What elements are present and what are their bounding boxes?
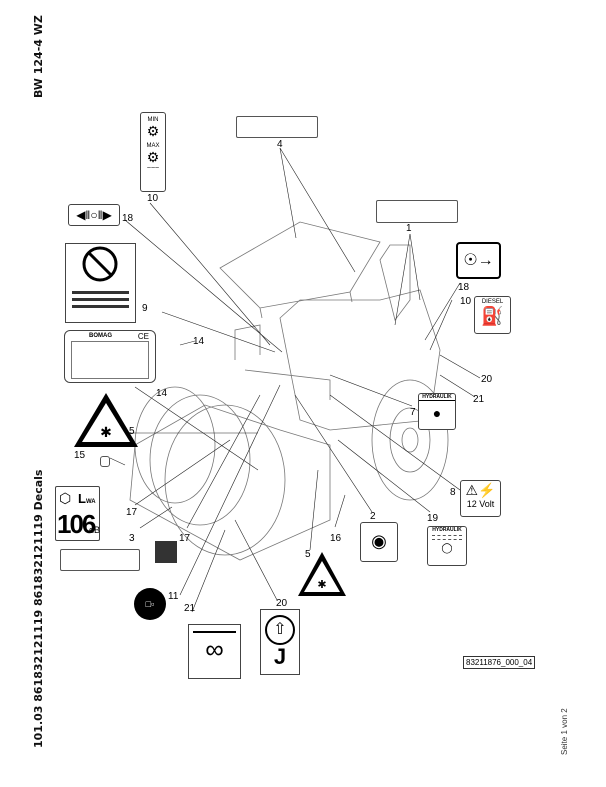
callout-15: 17 (126, 507, 138, 518)
battery-voltage-text: 12 Volt (466, 499, 495, 509)
decal-lift-hook: ⇧ J (260, 609, 300, 675)
lever-icon: ☉→ (463, 252, 494, 269)
hydraulic-oil-icon: ◯ (441, 543, 453, 554)
no-entry-warning-icon (82, 246, 118, 282)
noise-unit: dB (89, 525, 101, 535)
callout-17: 17 (179, 533, 191, 544)
decal-hydraulik-19: HYDRAULIK ◯ (427, 526, 467, 566)
tie-down-icon: ∞ (205, 634, 224, 664)
decal-pressure-gauge: ◉ (360, 522, 398, 562)
hand-crush-warning-icon: ✱ (74, 393, 138, 447)
callout-11: 11 (168, 591, 179, 602)
ce-mark: CE (137, 332, 149, 341)
noise-value: 106 (57, 509, 96, 539)
pressure-gauge-icon: ◉ (371, 531, 387, 551)
bolt-icon (100, 456, 110, 467)
callout-4: 4 (277, 139, 283, 150)
level-min-text: MIN (147, 117, 159, 123)
callout-7: 10 (147, 193, 159, 204)
rear-wheel (371, 379, 449, 501)
svg-text:✱: ✱ (100, 424, 112, 440)
noise-label: L (78, 491, 86, 506)
lift-hook-icon: J (273, 644, 287, 669)
callout-12: 14 (156, 388, 168, 399)
callout-18: 18 (458, 282, 470, 293)
level-max-text: MAX (146, 143, 160, 149)
decal-steering-lock: ◀‖○‖▶ (68, 204, 120, 226)
battery-warning-icon: ⚠⚡ (465, 482, 496, 498)
decal-noise-level: ⬡ LWA 106 dB (55, 486, 100, 541)
blank-label-3 (60, 549, 140, 571)
decal-level-gauge: MIN ⚙ MAX ⚙ ~~~ (140, 112, 166, 192)
callout-13: 14 (193, 336, 205, 347)
callout-2: 2 (370, 511, 376, 522)
exhaust (379, 244, 411, 321)
callout-5b: 5 (305, 549, 311, 560)
type-plate-icon (71, 341, 149, 379)
noise-sub: WA (85, 499, 96, 505)
lift-arrow-icon: ⇧ (265, 615, 295, 645)
callout-21b: 21 (473, 394, 485, 405)
drum-frame (129, 404, 331, 561)
steering-lock-icon: ◀‖○‖▶ (76, 208, 112, 222)
diesel-pump-icon: ⛽ (481, 306, 504, 326)
svg-text:✱: ✱ (317, 579, 326, 591)
noise-level-icon: ⬡ (59, 490, 72, 506)
callout-5: 5 (129, 426, 135, 437)
level-gauge-icon: ⚙ (146, 149, 160, 165)
callout-10: 10 (460, 296, 472, 307)
roof-canopy (219, 221, 381, 309)
blank-label-1 (376, 200, 458, 223)
callout-20: 20 (276, 598, 288, 609)
callout-3: 3 (129, 533, 135, 544)
wave-icon: ~~~ (146, 165, 160, 172)
decal-type-plate: BOMAG CE (64, 330, 156, 383)
decal-no-entry-warning (65, 243, 136, 323)
plate-brand: BOMAG (89, 333, 112, 339)
padfoot-drum (164, 404, 286, 556)
callout-6: 9 (142, 303, 148, 314)
level-gauge-icon: ⚙ (146, 123, 160, 139)
callout-8: 7 (410, 407, 416, 418)
decal-battery-warning: ⚠⚡ 12 Volt (460, 480, 501, 517)
callout-21: 21 (184, 603, 196, 614)
diesel-text: DIESEL (481, 299, 504, 305)
callout-14b: 16 (330, 533, 342, 544)
decal-lever: ☉→ (456, 242, 501, 279)
decal-diesel: DIESEL ⛽ (474, 296, 511, 334)
oil-drop-icon: ● (432, 405, 442, 421)
decal-instruction-small (155, 541, 177, 563)
callout-19: 19 (427, 513, 439, 524)
hydraulik-8-text: HYDRAULIK (419, 394, 455, 401)
decal-tie-down: ∞ (188, 624, 241, 679)
lashing-point-icon: □▫ (134, 588, 166, 620)
decal-hydraulik-8: HYDRAULIK ● (418, 393, 456, 430)
hand-crush-warning-icon-2: ✱ (298, 552, 346, 596)
hydraulik-19-text: HYDRAULIK (432, 527, 462, 533)
drawing-number: 83211876_000_04 (463, 656, 536, 669)
blank-label-4 (236, 116, 318, 138)
callout-1: 1 (406, 223, 412, 234)
callout-9: 8 (450, 487, 456, 498)
callout-16: 18 (122, 213, 134, 224)
callout-14: 15 (74, 450, 86, 461)
callout-20b: 20 (481, 374, 493, 385)
